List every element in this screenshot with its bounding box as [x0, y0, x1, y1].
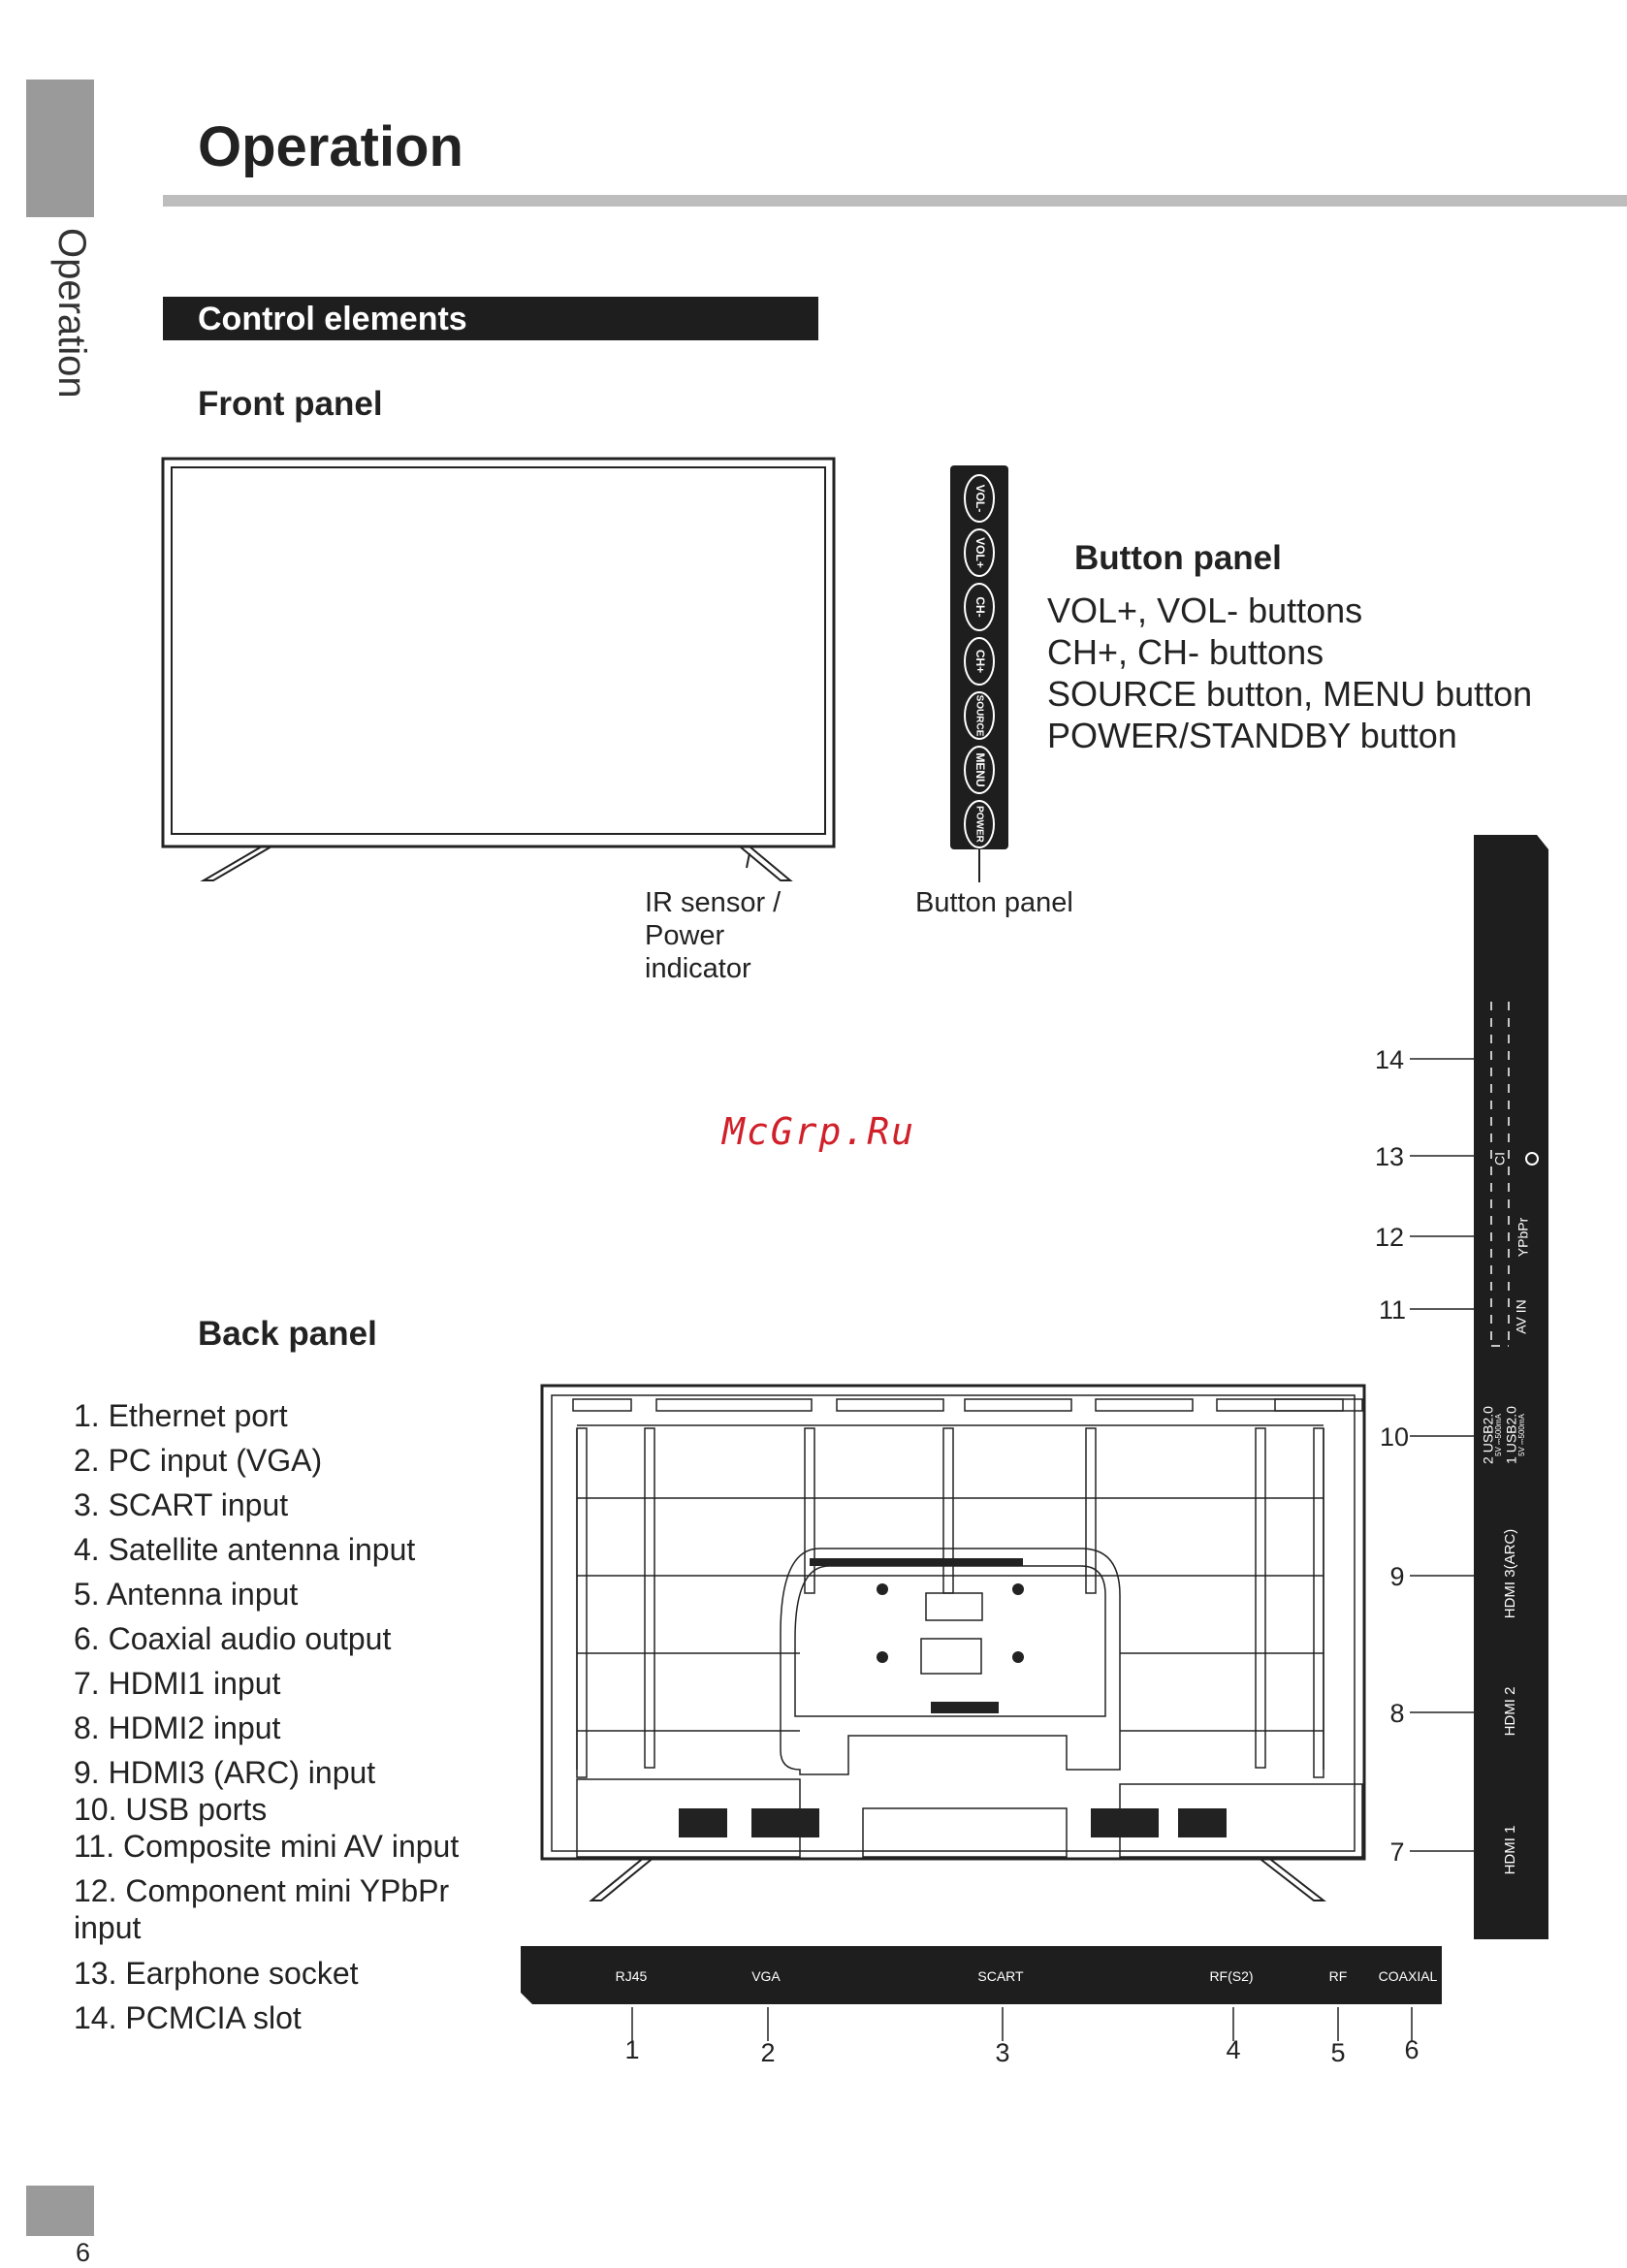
headphone-icon: [1525, 1152, 1539, 1166]
button-panel-line: CH+, CH- buttons: [1047, 632, 1324, 672]
panel-button-label: VOL+: [973, 537, 987, 568]
title-rule: [163, 195, 1627, 207]
tv-back-illustration: [540, 1384, 1366, 1901]
back-panel-item: 4. Satellite antenna input: [74, 1532, 416, 1567]
panel-button-label: SOURCE: [973, 695, 984, 737]
panel-button-source: SOURCE: [964, 691, 995, 740]
port-number: 7: [1389, 1837, 1404, 1867]
bottom-port-strip: RJ45 1 VGA 2 SCART 3 RF(S2) 4 RF 5 COAXIAL 6: [521, 1946, 1442, 2067]
back-panel-item: 14. PCMCIA slot: [74, 2000, 302, 2035]
usb2-spec: 5V ⎓500mA: [1494, 1413, 1503, 1455]
tv-front-illustration: [161, 457, 836, 881]
button-panel-line: POWER/STANDBY button: [1047, 716, 1457, 755]
port-number: 4: [1226, 2035, 1240, 2064]
port-number: 2: [760, 2038, 775, 2067]
section-title: Control elements: [198, 301, 467, 337]
panel-button-menu: MENU: [964, 746, 995, 794]
back-panel-item: 1. Ethernet port: [74, 1398, 288, 1433]
panel-button-ch: CH+: [964, 637, 995, 686]
panel-button-vol: VOL+: [964, 528, 995, 577]
page-tab: [26, 2186, 94, 2236]
back-panel-item: 13. Earphone socket: [74, 1956, 359, 1991]
page-title: Operation: [198, 115, 463, 178]
port-label: RF: [1329, 1968, 1348, 1984]
port-label: VGA: [751, 1968, 781, 1984]
hdmi1-label: HDMI 1: [1502, 1826, 1518, 1875]
port-number: 11: [1379, 1295, 1406, 1325]
back-panel-item: 6. Coaxial audio output: [74, 1621, 392, 1656]
ir-sensor-label: IR sensor / Power indicator: [645, 887, 782, 984]
back-panel-item: 8. HDMI2 input: [74, 1710, 281, 1745]
port-label: RF(S2): [1209, 1968, 1253, 1984]
port-number: 14: [1375, 1045, 1404, 1074]
port-number: 12: [1375, 1223, 1404, 1252]
port-label: SCART: [977, 1968, 1024, 1984]
back-panel-item: input: [74, 1910, 142, 1945]
hdmi3-label: HDMI 3(ARC): [1502, 1529, 1518, 1619]
back-panel-item: 7. HDMI1 input: [74, 1666, 281, 1701]
panel-button-vol: VOL-: [964, 474, 995, 523]
ypbpr-label: YPbPr: [1515, 1217, 1531, 1257]
button-panel-line: VOL+, VOL- buttons: [1047, 591, 1363, 630]
port-number: 10: [1380, 1422, 1409, 1452]
panel-button-power: POWER: [964, 800, 995, 848]
button-panel-line: SOURCE button, MENU button: [1047, 674, 1533, 714]
port-number: 9: [1389, 1562, 1404, 1591]
back-panel-item: 3. SCART input: [74, 1487, 289, 1522]
port-number: 3: [995, 2038, 1009, 2067]
back-panel-item: 2. PC input (VGA): [74, 1443, 323, 1478]
side-section-label: Operation: [50, 228, 93, 399]
port-label: COAXIAL: [1379, 1968, 1438, 1984]
panel-button-label: CH-: [973, 596, 987, 617]
usb1-spec: 5V ⎓500mA: [1517, 1413, 1526, 1455]
back-panel-item: 10. USB ports: [74, 1792, 268, 1827]
port-number: 8: [1389, 1699, 1404, 1728]
port-number: 5: [1330, 2038, 1345, 2067]
button-strip: VOL- VOL+ CH- CH+ SOURCE MENU POWER: [950, 465, 1008, 882]
port-number: 13: [1375, 1142, 1404, 1171]
av-in-label: AV IN: [1514, 1299, 1529, 1334]
panel-button-label: CH+: [973, 650, 987, 673]
side-tab: [26, 80, 94, 217]
panel-button-ch: CH-: [964, 583, 995, 631]
back-panel-item: 11. Composite mini AV input: [74, 1829, 460, 1864]
ci-label: CI: [1492, 1152, 1508, 1166]
panel-button-label: MENU: [973, 752, 987, 786]
hdmi2-label: HDMI 2: [1502, 1687, 1518, 1737]
panel-button-label: VOL-: [973, 485, 987, 513]
button-panel-heading: Button panel: [1074, 539, 1282, 577]
front-panel-heading: Front panel: [198, 385, 383, 423]
back-panel-item: 9. HDMI3 (ARC) input: [74, 1755, 376, 1790]
button-panel-list: VOL+, VOL- buttons CH+, CH- buttons SOUR…: [1047, 590, 1532, 756]
back-panel-item: 12. Component mini YPbPr: [74, 1873, 450, 1908]
back-panel-heading: Back panel: [198, 1315, 377, 1353]
page-number: 6: [76, 2238, 91, 2267]
port-number: 1: [624, 2035, 639, 2064]
watermark: McGrp.Ru: [722, 1110, 916, 1153]
back-panel-item: 5. Antenna input: [74, 1577, 299, 1612]
usb2-label: 2 USB2.0: [1481, 1406, 1496, 1464]
button-panel-caption: Button panel: [915, 887, 1073, 918]
section-banner: Control elements: [163, 297, 818, 340]
panel-button-label: POWER: [973, 806, 984, 844]
port-number: 6: [1404, 2035, 1419, 2064]
port-label: RJ45: [616, 1968, 648, 1984]
usb1-label: 1 USB2.0: [1504, 1406, 1519, 1464]
